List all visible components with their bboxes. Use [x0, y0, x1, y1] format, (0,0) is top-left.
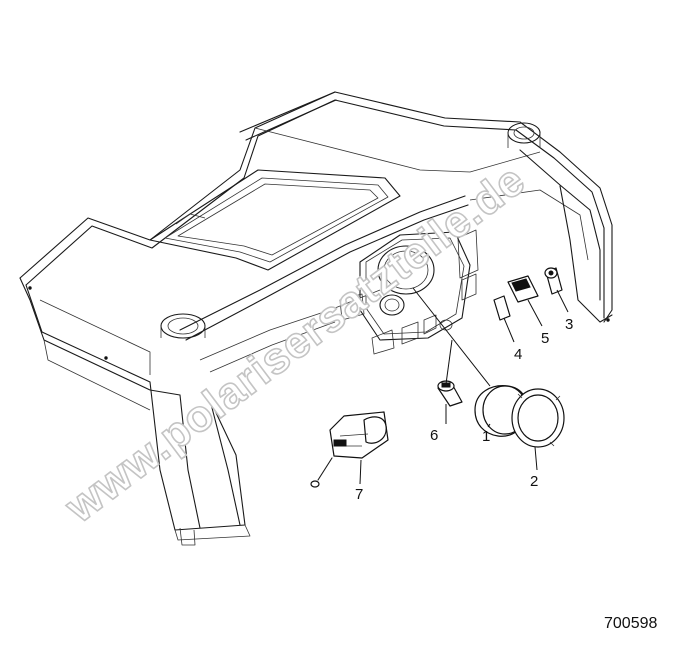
leader-4	[503, 317, 515, 343]
callout-4: 4	[514, 346, 522, 363]
watermark-text: www.polarisersatzteile.de	[56, 155, 535, 533]
switch-plug	[493, 295, 511, 321]
diagram-reference-number: 700598	[604, 615, 657, 632]
ignition-switch	[437, 380, 463, 407]
leader-2	[534, 446, 538, 471]
leader-1-to-dash	[412, 287, 491, 387]
leader-1	[487, 423, 491, 428]
dashboard-panel	[19, 91, 613, 546]
leader-6-to-dash	[445, 339, 453, 385]
gauge-bezel-ring	[511, 388, 565, 448]
left-cupholder	[160, 313, 206, 339]
leader-3	[556, 289, 569, 313]
watermark: www.polarisersatzteile.de	[55, 154, 535, 533]
power-outlet	[544, 267, 563, 295]
callout-7: 7	[355, 486, 363, 503]
callout-leaders	[359, 287, 569, 485]
callout-labels: 1 2 3 4 5 6 7	[355, 316, 573, 503]
rocker-switch	[507, 275, 539, 303]
leader-7	[359, 459, 362, 485]
right-cupholder	[507, 122, 541, 148]
callout-3: 3	[565, 316, 573, 333]
headlight-switch-assembly	[310, 411, 389, 488]
leader-5	[527, 299, 543, 327]
callout-2: 2	[530, 473, 538, 490]
callout-6: 6	[430, 427, 438, 444]
callout-5: 5	[541, 330, 549, 347]
callout-1: 1	[482, 428, 490, 445]
